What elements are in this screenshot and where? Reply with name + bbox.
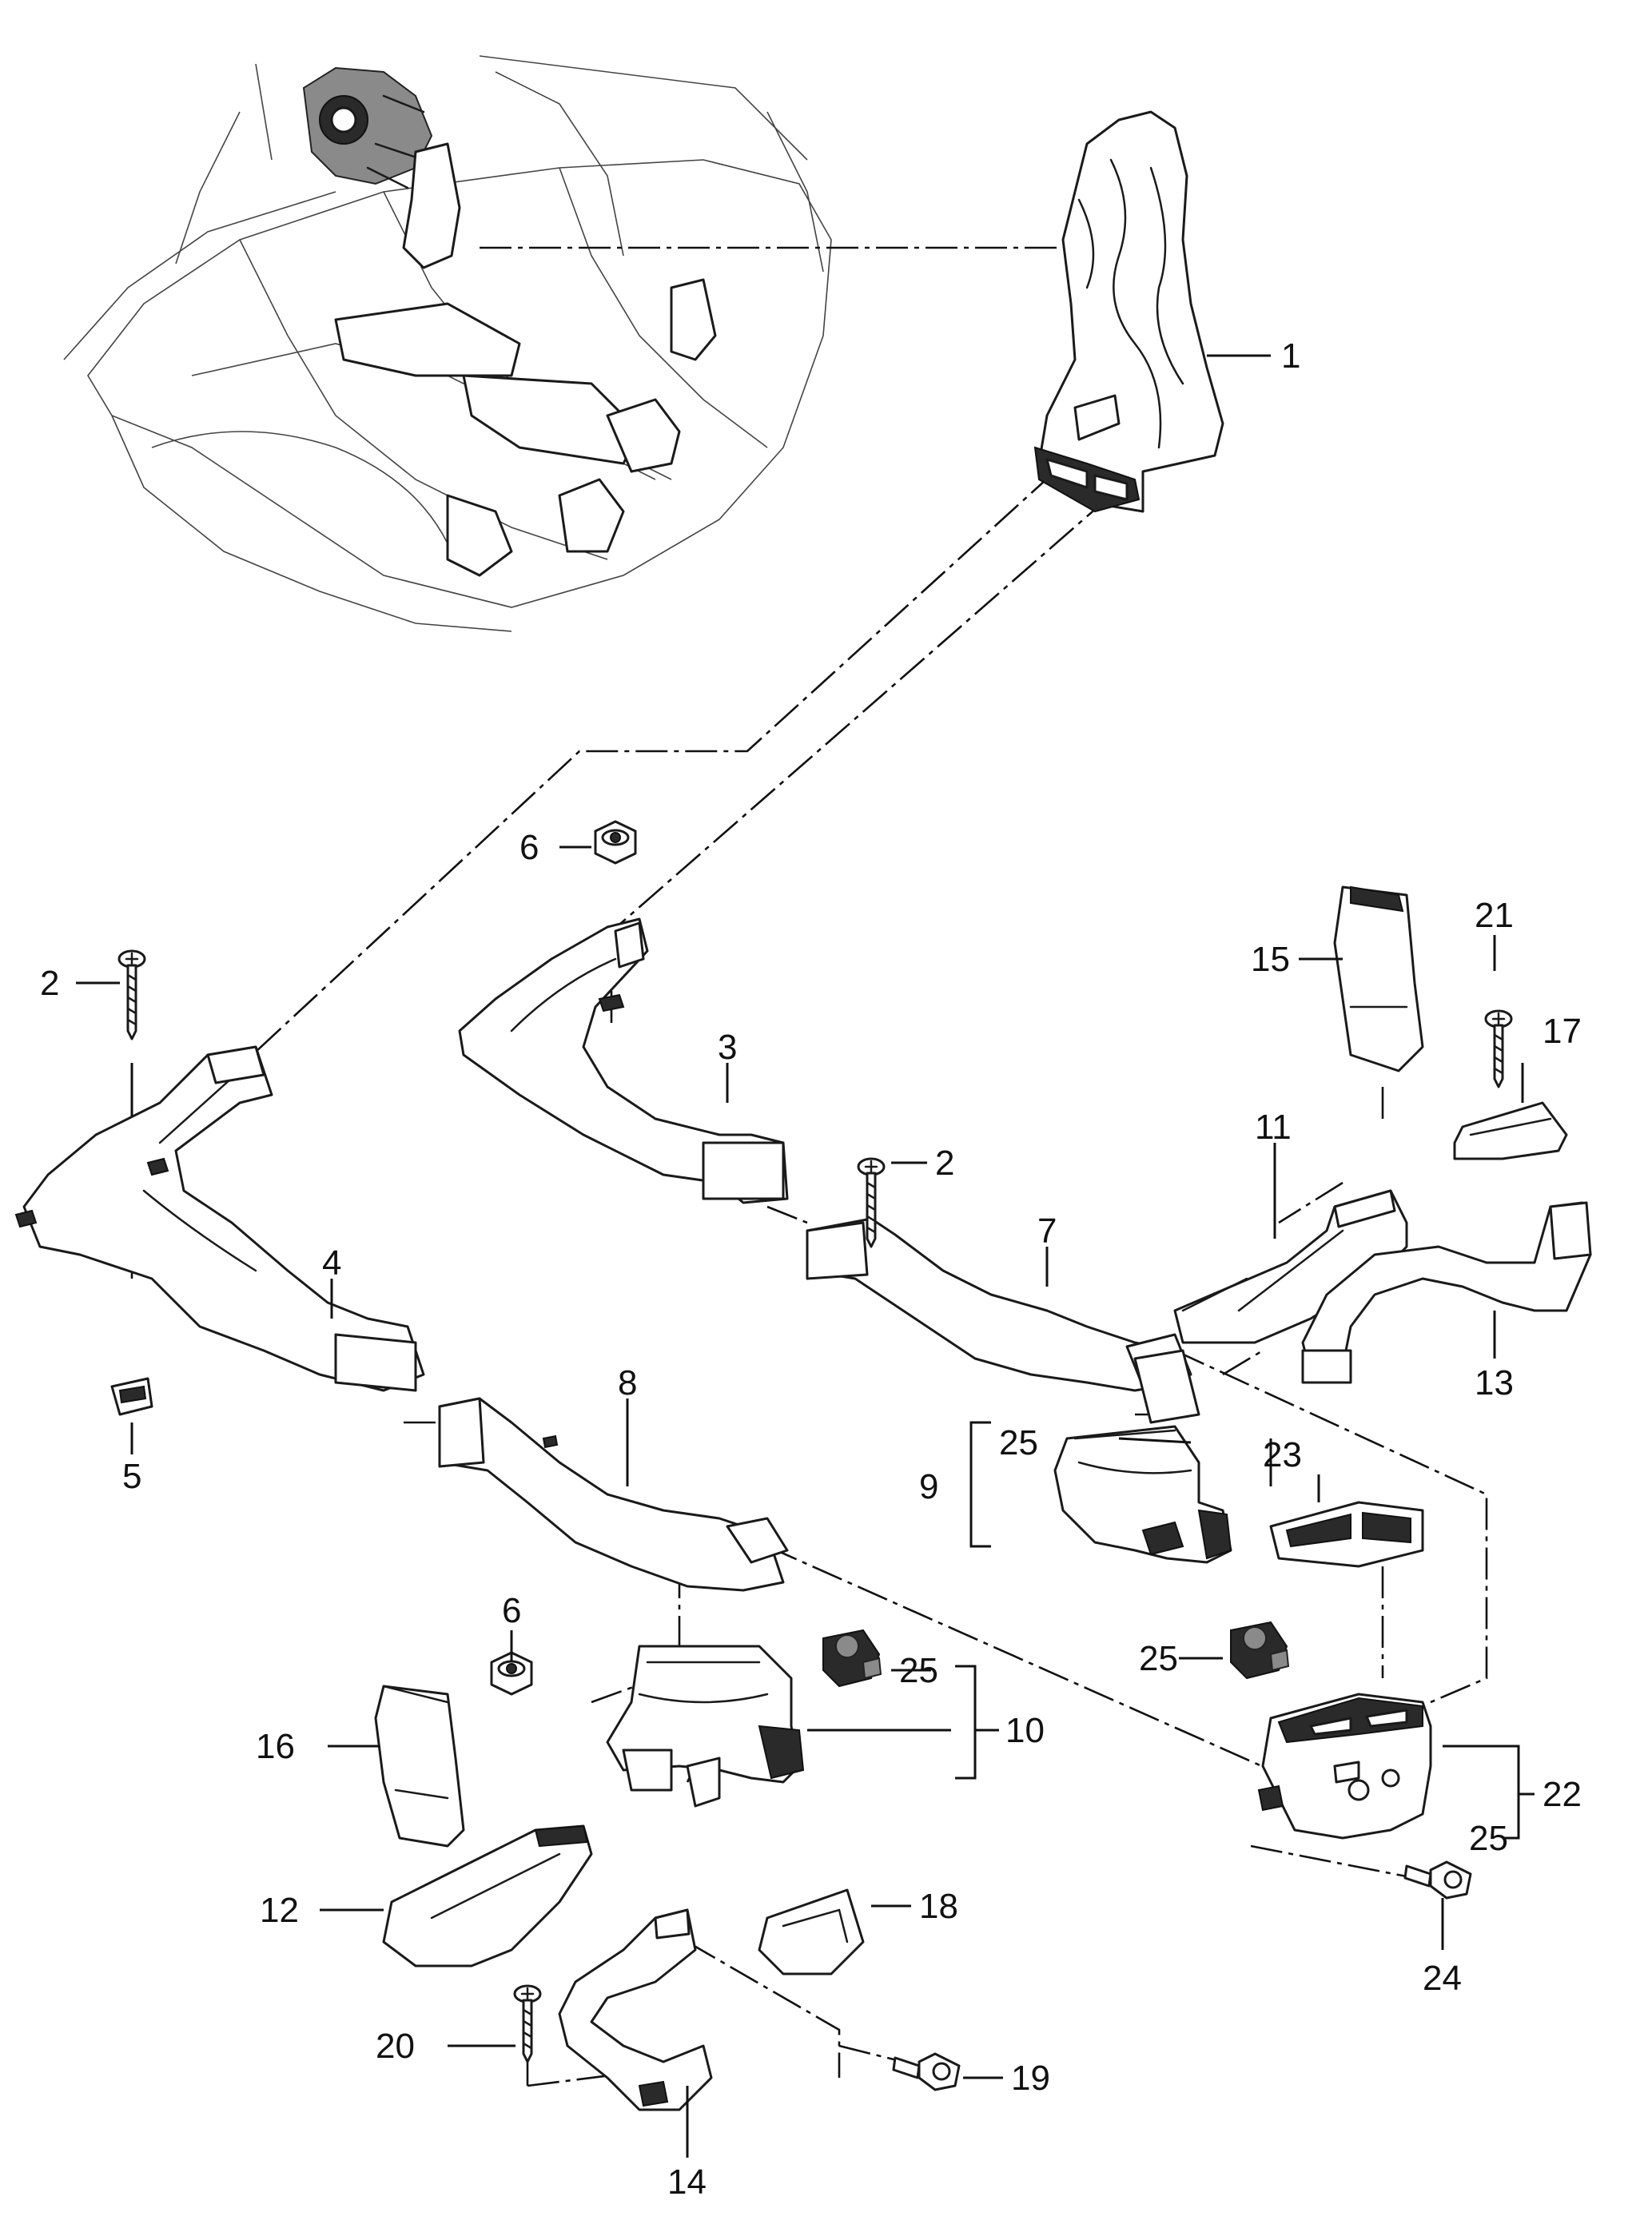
callout-1: 1 — [1281, 336, 1300, 376]
screw-21 — [1484, 1009, 1513, 1088]
callout-24: 24 — [1423, 1959, 1462, 1998]
part-5-clip — [110, 1377, 153, 1416]
callout-16: 16 — [256, 1727, 295, 1766]
part-1-vertical-duct — [1033, 110, 1224, 513]
screw-2-right — [857, 1157, 886, 1248]
part-3-center-duct — [458, 917, 789, 1204]
callout-14: 14 — [667, 2162, 707, 2202]
leader-lines — [76, 354, 1535, 2158]
callout-11: 11 — [1255, 1108, 1292, 1147]
callout-10: 10 — [1005, 1711, 1045, 1750]
part-14-duct — [558, 1908, 713, 2111]
callout-25-part-22: 25 — [1469, 1819, 1508, 1858]
part-10-valve-housing — [606, 1645, 805, 1808]
part-8-duct — [438, 1397, 789, 1592]
callout-2-left: 2 — [40, 964, 59, 1003]
nut-6-upper — [594, 820, 637, 865]
callout-5: 5 — [122, 1457, 141, 1496]
callout-25-part-9: 25 — [999, 1423, 1038, 1462]
servo-motor-lower — [822, 1629, 882, 1688]
part-23-outlet-grille — [1269, 1501, 1424, 1568]
assembly-lines — [130, 246, 1488, 2087]
screw-2-left — [117, 949, 146, 1040]
bolt-19 — [892, 2052, 961, 2091]
servo-motor-upper — [1230, 1621, 1290, 1680]
screw-20 — [513, 1984, 542, 2063]
part-22-outlet-housing — [1257, 1693, 1432, 1840]
part-7-duct — [806, 1217, 1192, 1392]
part-12-duct — [382, 1824, 593, 1967]
callout-6-lower: 6 — [502, 1591, 521, 1630]
part-17-bracket — [1453, 1101, 1568, 1160]
callout-25-part-10: 25 — [899, 1651, 938, 1690]
part-18-bracket — [758, 1888, 865, 1975]
callout-3: 3 — [718, 1028, 737, 1067]
callout-4: 4 — [322, 1243, 341, 1283]
callout-20: 20 — [376, 2027, 415, 2066]
part-11-duct — [1173, 1189, 1408, 1344]
callout-19: 19 — [1011, 2059, 1050, 2098]
part-13-duct — [1301, 1201, 1592, 1384]
callout-7: 7 — [1037, 1212, 1057, 1251]
callout-2-right: 2 — [935, 1144, 954, 1183]
callout-23: 23 — [1263, 1435, 1302, 1474]
callout-labels: 1 2 2 3 4 5 6 6 7 8 9 10 11 12 13 14 15 … — [40, 336, 1582, 2202]
callout-13: 13 — [1475, 1363, 1514, 1402]
callout-15: 15 — [1251, 940, 1290, 979]
callout-6-upper: 6 — [519, 828, 539, 867]
callout-22: 22 — [1543, 1775, 1582, 1814]
part-4-left-duct — [14, 1045, 425, 1392]
callout-8: 8 — [618, 1363, 637, 1402]
callout-9: 9 — [919, 1467, 938, 1506]
bolt-24 — [1403, 1860, 1472, 1900]
callout-21: 21 — [1475, 896, 1514, 935]
part-15-duct — [1333, 885, 1424, 1072]
part-9-valve-housing — [1053, 1349, 1232, 1564]
part-16-duct — [374, 1685, 465, 1848]
callout-17: 17 — [1543, 1012, 1582, 1051]
callout-18: 18 — [919, 1887, 958, 1926]
vehicle-floor-overview — [63, 55, 832, 632]
callout-25-servo: 25 — [1139, 1639, 1178, 1678]
callout-12: 12 — [260, 1891, 299, 1930]
